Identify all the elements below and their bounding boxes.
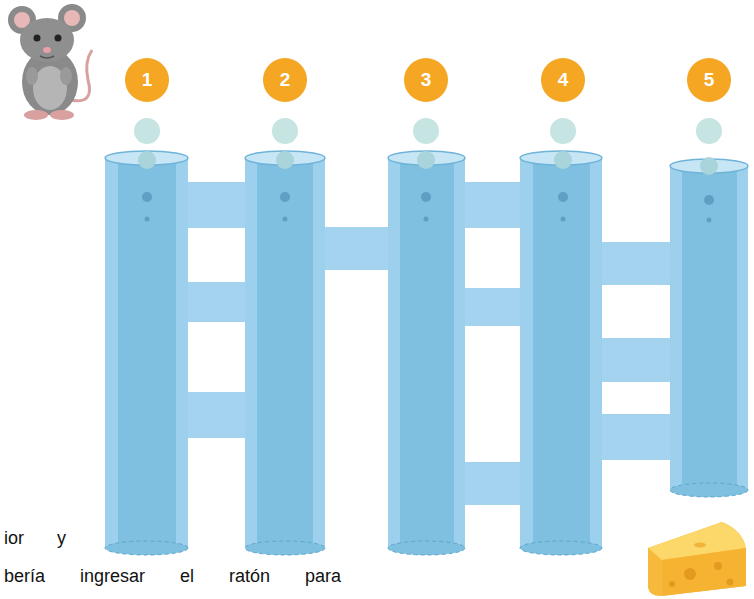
vertical-pipes: [105, 151, 748, 555]
mouse-illustration: [8, 4, 92, 120]
circle-fill: [263, 58, 307, 102]
bubbles: [134, 118, 722, 223]
number-circle: 3: [404, 58, 448, 102]
step-number: 1: [125, 58, 169, 102]
circle-fill: [404, 58, 448, 102]
step-number: 5: [687, 58, 731, 102]
number-circle: 4: [541, 58, 585, 102]
cheese-illustration: [648, 522, 746, 596]
step-number: 2: [263, 58, 307, 102]
step-number: 4: [541, 58, 585, 102]
cropped-text: ior y: [4, 528, 66, 549]
cropped-text: bería ingresar el ratón para: [4, 566, 341, 587]
number-circle: 1: [125, 58, 169, 102]
number-circle: 2: [263, 58, 307, 102]
circle-fill: [125, 58, 169, 102]
number-circle: 5: [687, 58, 731, 102]
step-number: 3: [404, 58, 448, 102]
circle-fill: [687, 58, 731, 102]
circle-fill: [541, 58, 585, 102]
